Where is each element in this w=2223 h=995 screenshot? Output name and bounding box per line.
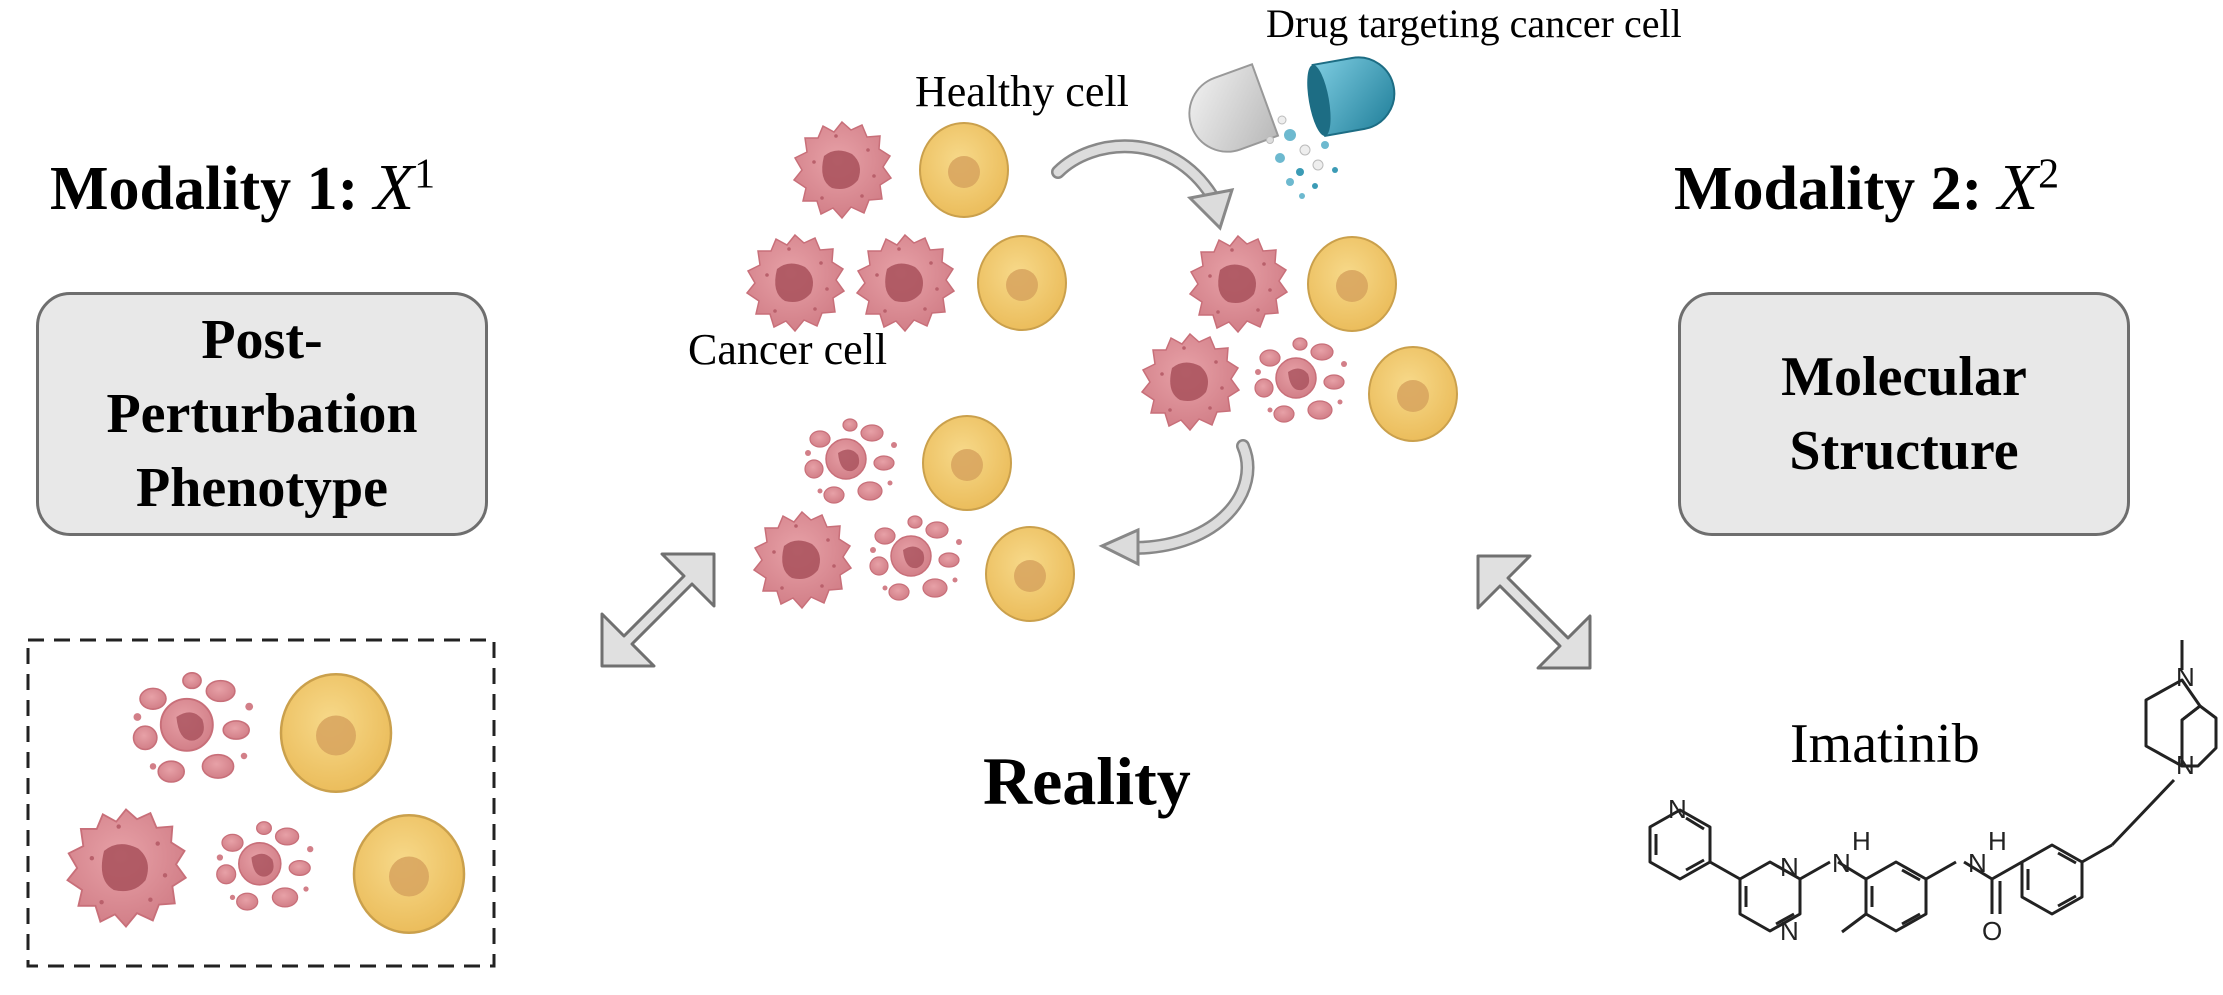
modality-1-label: Modality 1:: [50, 155, 359, 223]
healthy-cell: [919, 122, 1009, 218]
atom-label: H: [1852, 826, 1871, 856]
dying-cancer-cell: [132, 671, 255, 783]
atom-label: N: [1668, 794, 1687, 824]
modality-1-superscript: 1: [414, 151, 436, 198]
modality-1-variable: X: [373, 151, 415, 224]
atom-label: H: [1988, 826, 2007, 856]
phenotype-line-3: Phenotype: [136, 457, 388, 519]
healthy-cell: [1307, 236, 1397, 332]
atom-label: N: [2176, 662, 2195, 692]
dashed-border: [26, 638, 496, 968]
cancer-cell: [793, 121, 892, 219]
dying-cancer-cell: [869, 515, 963, 601]
phenotype-box: Post- Perturbation Phenotype: [36, 292, 488, 536]
molecular-structure-box: Molecular Structure: [1678, 292, 2130, 536]
dying-cancer-cell: [1254, 337, 1348, 423]
process-arrow-1: [1051, 139, 1235, 231]
molecule-name: Imatinib: [1790, 713, 1980, 775]
modality-2-label: Modality 2:: [1674, 155, 1983, 223]
healthy-cell: [922, 415, 1012, 511]
healthy-cell: [985, 526, 1075, 622]
molecular-line-2: Structure: [1789, 420, 2019, 482]
modality-2-superscript: 2: [2038, 151, 2060, 198]
atom-label: N: [2176, 750, 2195, 780]
dying-cancer-cell: [804, 418, 898, 504]
healthy-cell: [352, 814, 466, 934]
atom-label: N: [1780, 852, 1799, 882]
cancer-cell: [856, 234, 955, 332]
cancer-cell-label: Cancer cell: [688, 325, 888, 374]
reality-label: Reality: [983, 743, 1191, 819]
modality-2-title: Modality 2: X2: [1674, 150, 2059, 226]
atom-label: N: [1780, 916, 1799, 946]
modality-2-variable: X: [1997, 151, 2039, 224]
cell-cluster-result: [753, 415, 1075, 622]
phenotype-line-2: Perturbation: [106, 383, 418, 445]
molecular-line-1: Molecular: [1781, 346, 2027, 408]
cancer-cell: [66, 808, 187, 928]
drug-capsule-icon: [1188, 56, 1396, 199]
healthy-cell: [279, 673, 393, 793]
double-arrow-right: [1476, 554, 1592, 670]
cancer-cell: [1141, 333, 1240, 431]
cell-cluster-treated: [1141, 235, 1458, 442]
modality-1-title: Modality 1: X1: [50, 150, 435, 226]
healthy-cell: [977, 235, 1067, 331]
imatinib-structure: [1648, 640, 2218, 934]
cancer-cell: [1189, 235, 1288, 333]
cell-cluster-initial: [746, 121, 1067, 332]
cancer-cell: [753, 511, 852, 609]
process-arrow-2: [1098, 439, 1255, 567]
atom-labels: N N N H N H N O N N: [1668, 662, 2195, 946]
atom-label: O: [1982, 916, 2002, 946]
phenotype-line-1: Post-: [201, 309, 323, 371]
atom-label: N: [1968, 848, 1987, 878]
dying-cancer-cell: [215, 821, 315, 911]
healthy-cell: [1368, 346, 1458, 442]
atom-label: N: [1832, 848, 1851, 878]
drug-label: Drug targeting cancer cell: [1266, 1, 1682, 46]
healthy-cell-label: Healthy cell: [915, 67, 1129, 116]
phenotype-observation-box: [26, 638, 496, 968]
double-arrow-left: [600, 552, 716, 668]
cancer-cell: [746, 234, 845, 332]
